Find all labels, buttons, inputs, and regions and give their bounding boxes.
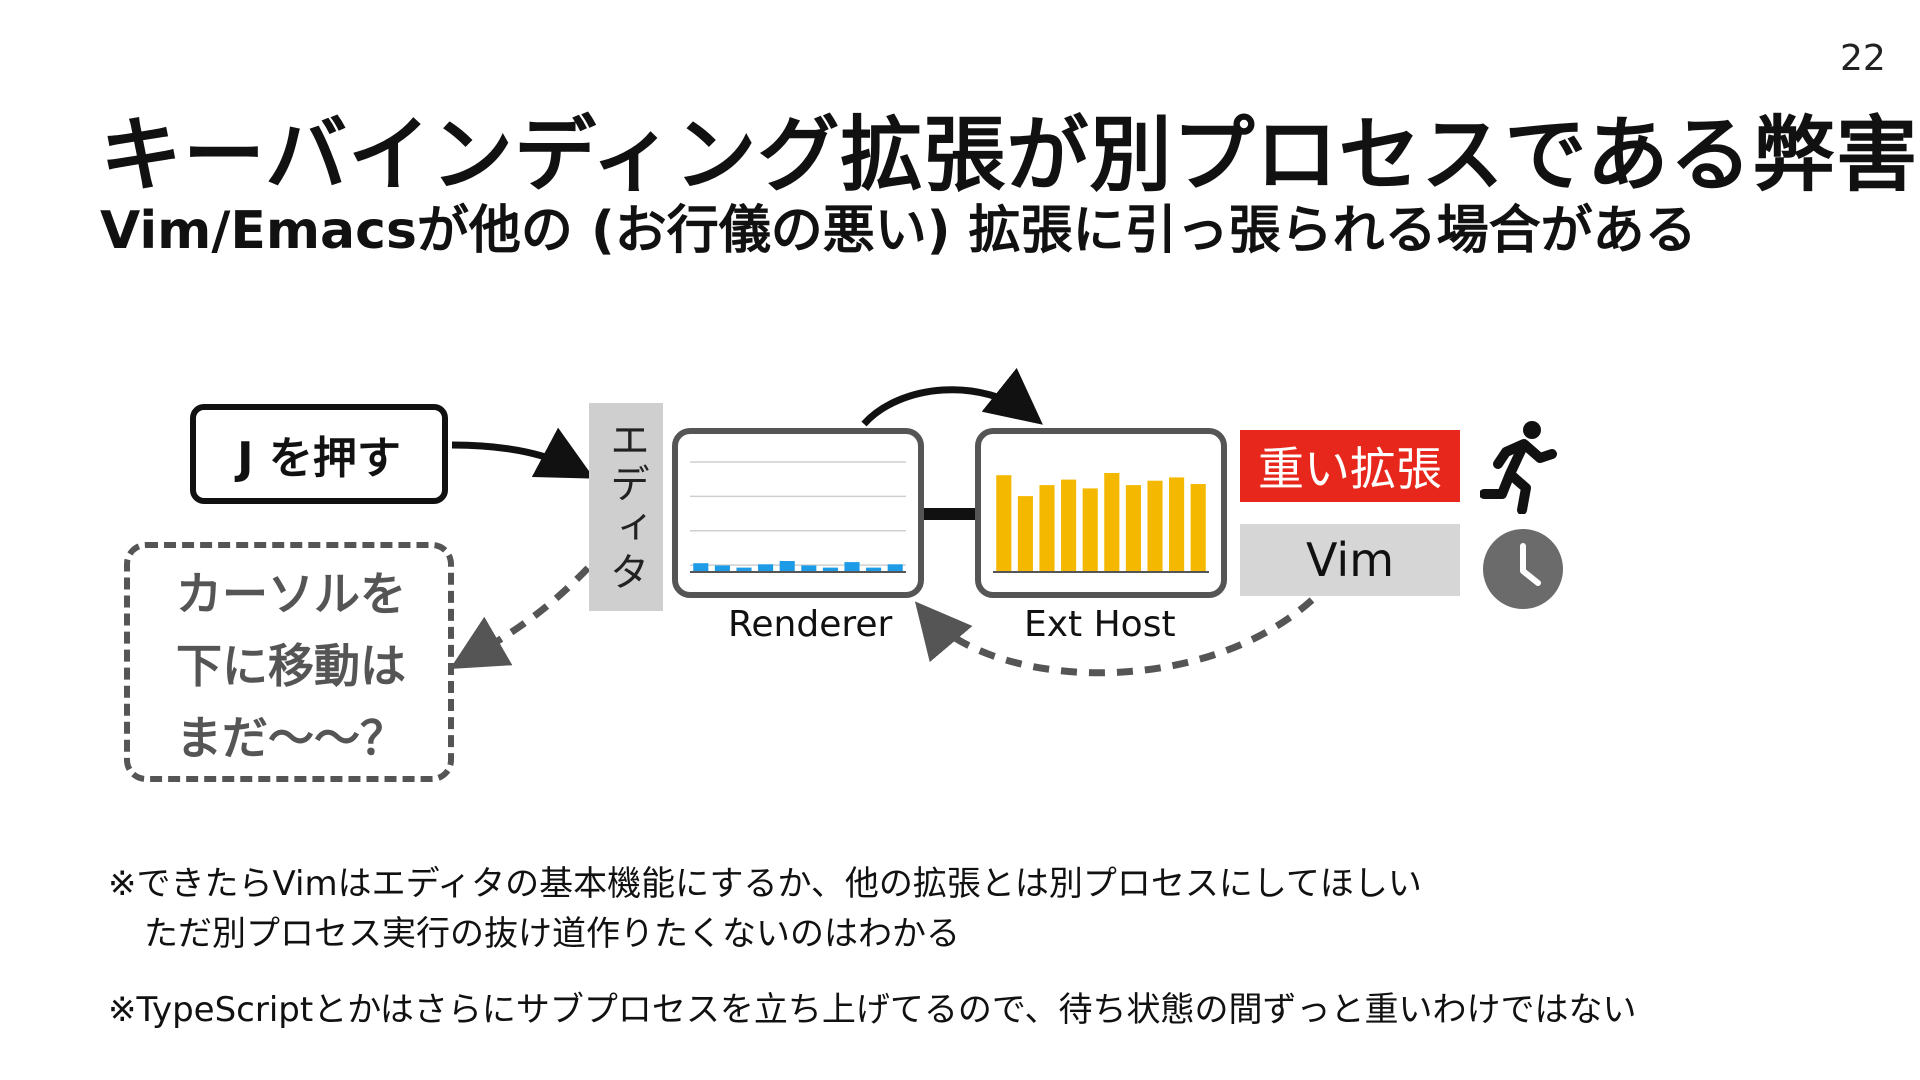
renderer-bar (758, 564, 774, 572)
exthost-bar (1147, 480, 1163, 572)
heavy-extension-box: 重い拡張 (1240, 430, 1460, 502)
footnote-2: ただ別プロセス実行の抜け道作りたくないのはわかる (144, 914, 960, 954)
renderer-bar (801, 565, 817, 572)
exthost-bar (1125, 485, 1141, 572)
cursor-line-3: まだ〜〜？ (176, 711, 406, 765)
exthost-bar (1082, 488, 1098, 572)
cursor-line-2: 下に移動は (176, 639, 406, 693)
renderer-bar (714, 565, 730, 572)
renderer-bar (736, 567, 752, 572)
exthost-bar (996, 475, 1012, 572)
renderer-bar (822, 567, 838, 572)
clock-icon (1483, 529, 1563, 609)
renderer-panel (672, 428, 924, 598)
cursor-question-box: カーソルを 下に移動は まだ〜〜？ (124, 542, 454, 782)
heavy-extension-label: 重い拡張 (1258, 442, 1442, 496)
renderer-label: Renderer (728, 604, 893, 645)
exthost-bar-chart (993, 473, 1209, 573)
exthost-panel (975, 428, 1227, 598)
editor-strip: エディタ (589, 403, 663, 611)
exthost-bar (1104, 473, 1120, 572)
renderer-bar (844, 562, 860, 572)
exthost-bar (1190, 484, 1206, 572)
exthost-bar (1169, 477, 1185, 572)
cursor-line-1: カーソルを (176, 567, 406, 621)
editor-label: エディタ (603, 419, 649, 595)
keypress-to-editor-arrow (451, 427, 595, 479)
exthost-bar (1017, 496, 1033, 572)
renderer-to-exthost-arrow (861, 367, 1043, 427)
exthost-label: Ext Host (1024, 604, 1176, 645)
keypress-box: J を押す (190, 404, 448, 504)
footnote-1: ※できたらVimはエディタの基本機能にするか、他の拡張とは別プロセスにしてほしい (108, 864, 1422, 904)
vim-box: Vim (1240, 524, 1460, 596)
renderer-bar-chart (690, 461, 906, 573)
slide-title: キーバインディング拡張が別プロセスである弊害 (100, 108, 1919, 203)
running-person-icon (1480, 421, 1557, 514)
vim-to-renderer-dashed-arrow (914, 597, 1315, 677)
slide-subtitle: Vim/Emacsが他の (お行儀の悪い) 拡張に引っ張られる場合がある (100, 201, 1697, 261)
page-number: 22 (1840, 38, 1886, 79)
exthost-bar (1061, 479, 1077, 572)
renderer-bar (779, 561, 795, 572)
editor-to-cursor-dashed-arrow (449, 565, 591, 670)
footnote-3: ※TypeScriptとかはさらにサブプロセスを立ち上げてるので、待ち状態の間ず… (108, 990, 1637, 1030)
renderer-bar (866, 567, 882, 572)
vim-label: Vim (1305, 533, 1395, 587)
renderer-bar (887, 564, 903, 572)
exthost-bar (1039, 485, 1055, 572)
keypress-label: J を押す (237, 433, 401, 484)
renderer-bar (693, 563, 709, 572)
